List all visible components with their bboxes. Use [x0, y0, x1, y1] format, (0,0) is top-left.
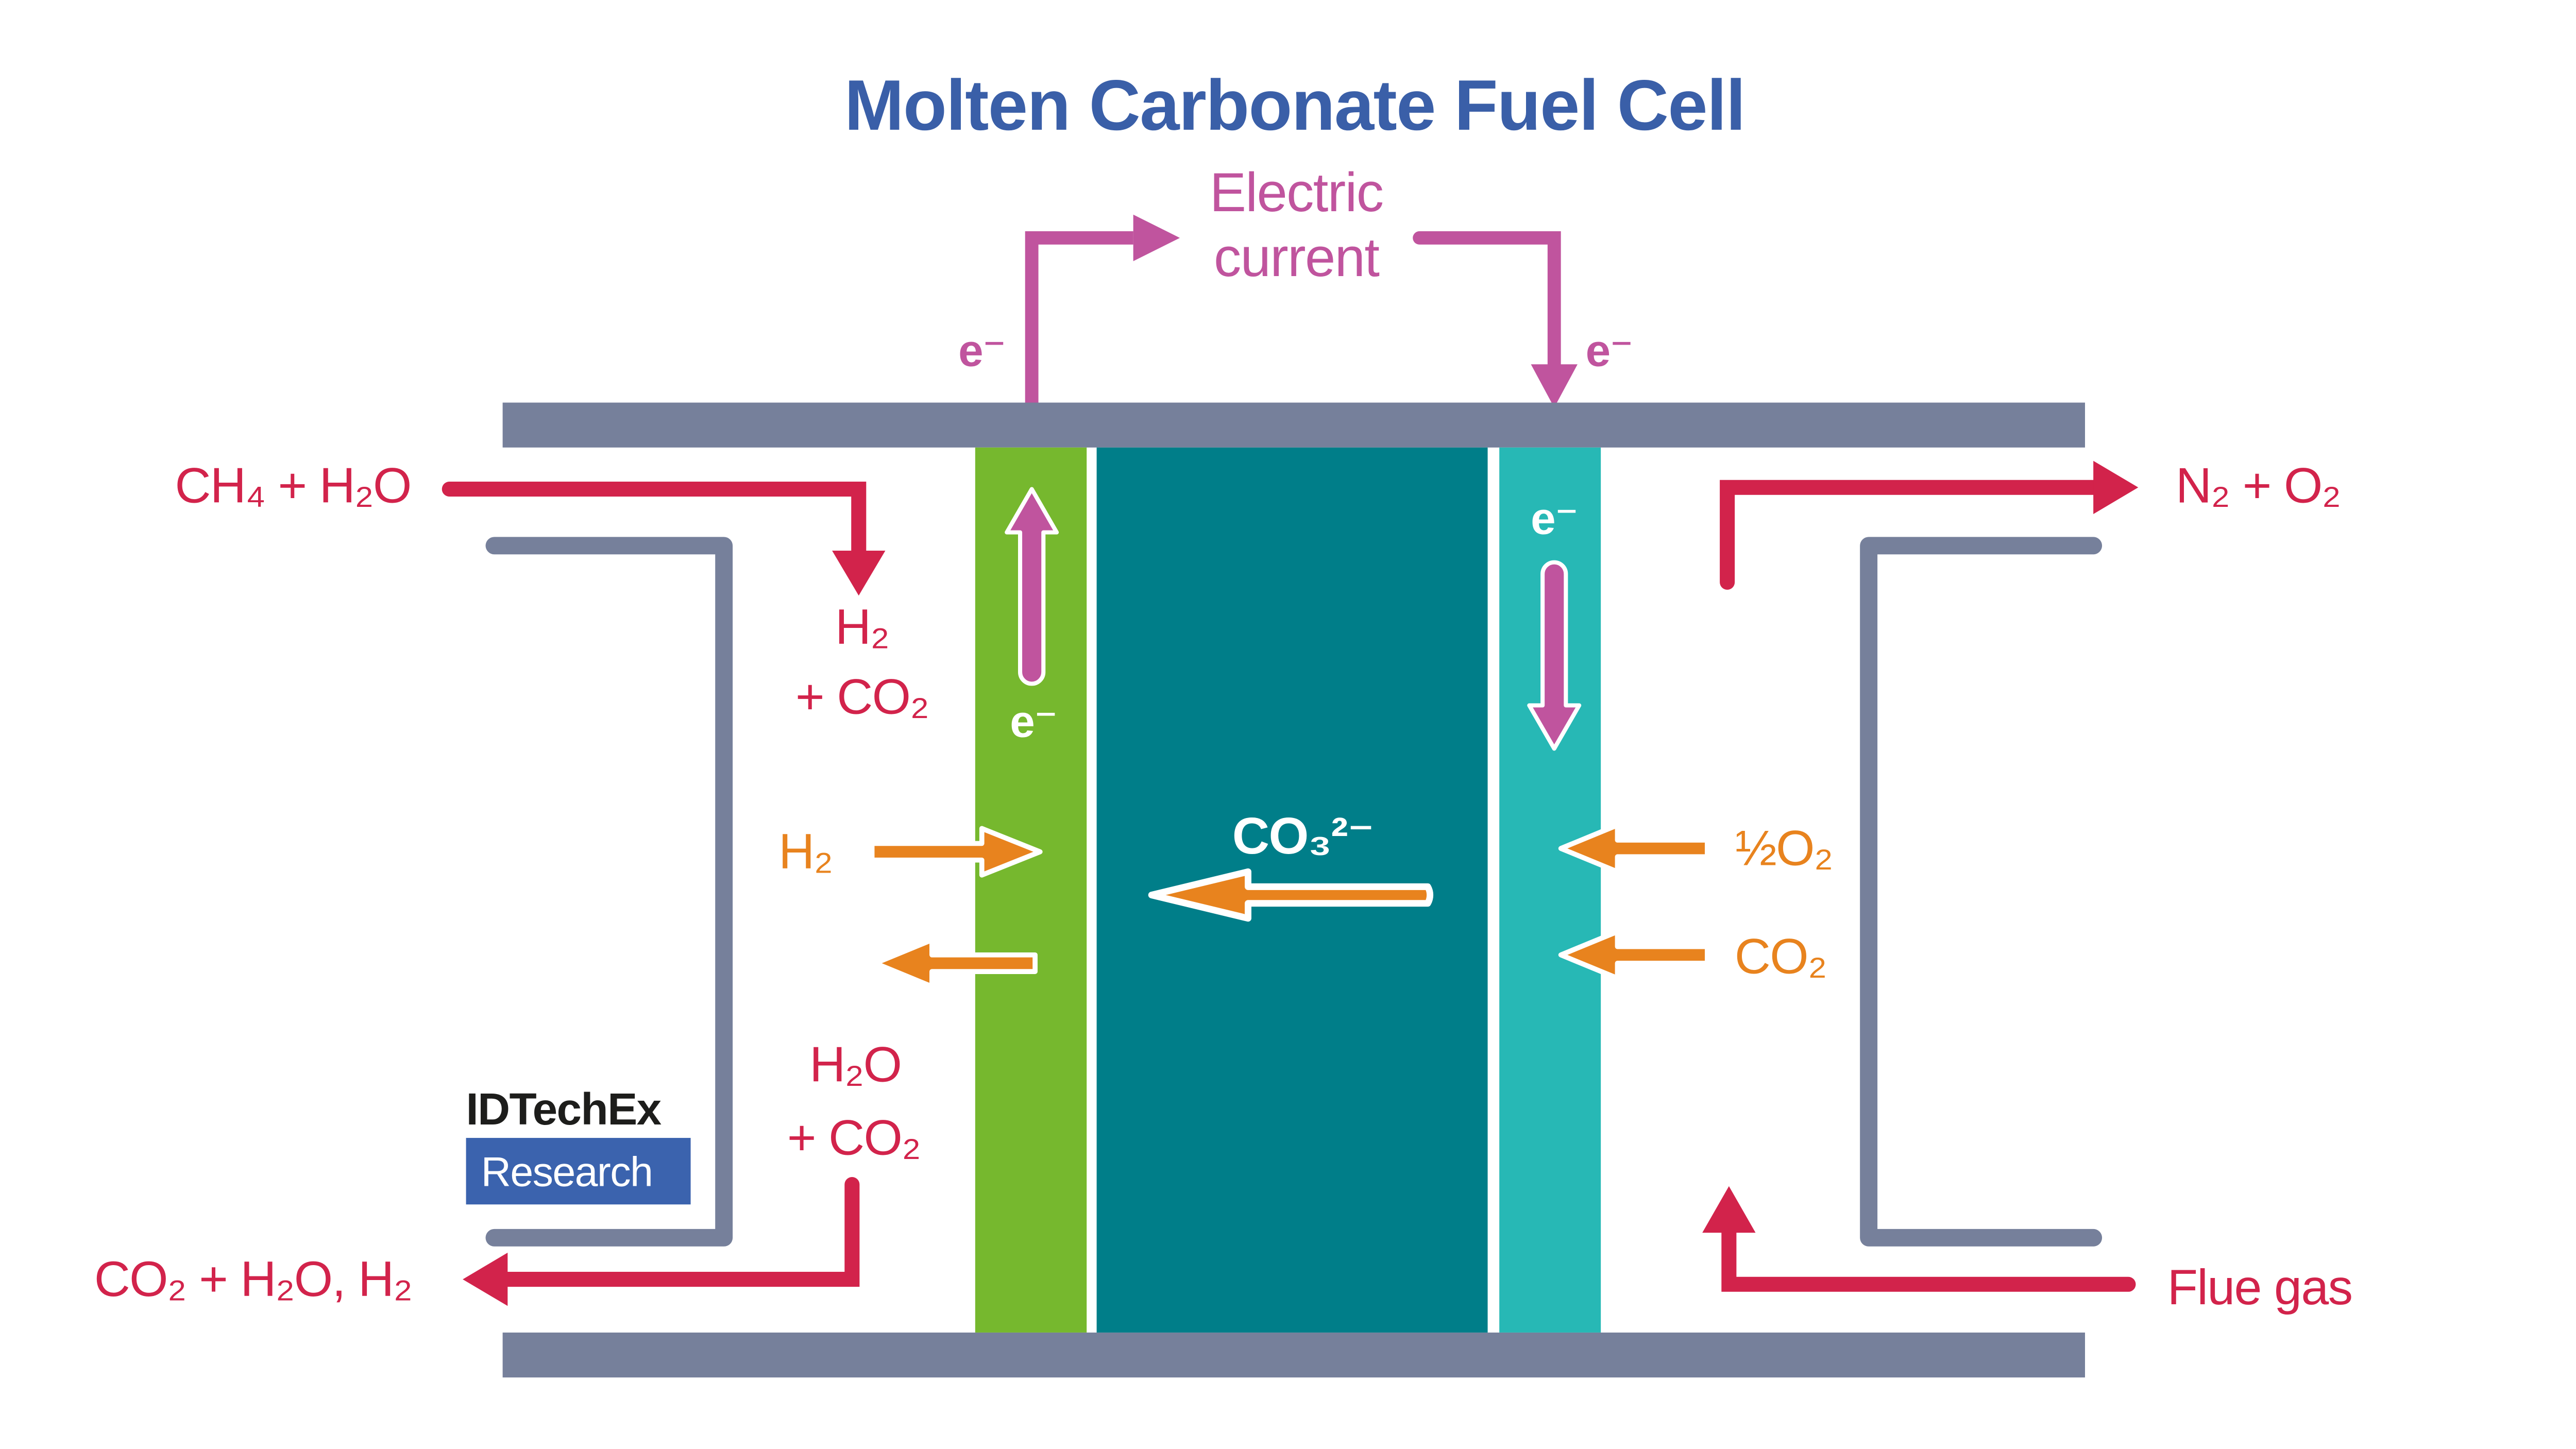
carbonate-ion-label: CO₃²⁻	[1232, 807, 1374, 865]
h2-arrow-right-icon	[869, 826, 1043, 878]
electron-arrow-up-icon	[1005, 487, 1059, 686]
anode-product-label-line1: H₂O	[809, 1036, 901, 1092]
electron-label-circuit-right: e⁻	[1586, 326, 1633, 376]
logo-division-text: Research	[481, 1149, 653, 1196]
anode-product-flow: H₂O + CO₂ CO₂ + H₂O, H₂	[94, 1036, 921, 1307]
o2-arrow-left-icon	[1558, 823, 1710, 875]
electric-current-label-line2: current	[1214, 227, 1379, 288]
flue-gas-label: Flue gas	[2167, 1259, 2352, 1315]
co2-arrow-left-icon	[1558, 929, 1710, 981]
anode-exhaust-line	[500, 1177, 860, 1287]
fuel-inlet-flow: CH₄ + H₂O H₂ + CO₂	[175, 457, 929, 724]
flue-gas-arrowhead-icon	[1702, 1186, 1756, 1233]
idtechex-logo: IDTechEx Research	[466, 1084, 691, 1205]
electric-current-wire-left	[1025, 231, 1133, 408]
carbonate-ion-arrow-left-icon	[1148, 868, 1434, 922]
electron-label-cathode: e⁻	[1531, 494, 1578, 544]
electron-label-anode: e⁻	[1010, 697, 1057, 747]
flue-gas-flow: Flue gas	[1702, 1186, 2353, 1315]
fuel-inlet-line	[442, 481, 867, 558]
electron-label-circuit-left: e⁻	[958, 326, 1005, 376]
cathode-reactant-arrows: ½O₂ CO₂	[1558, 820, 1833, 984]
fuel-inlet-label: CH₄ + H₂O	[175, 457, 411, 513]
bottom-current-collector	[502, 1332, 2085, 1378]
carbonate-ion-flow: CO₃²⁻	[1148, 807, 1434, 922]
cathode-exhaust-label: N₂ + O₂	[2176, 457, 2341, 513]
electric-current-wire-right	[1413, 231, 1561, 374]
logo-brand-text: IDTechEx	[466, 1084, 662, 1134]
anode-product-arrow-left-icon	[873, 937, 1038, 990]
cathode-exhaust-line	[1720, 480, 2101, 590]
diagram-title: Molten Carbonate Fuel Cell	[844, 65, 1745, 145]
anode-reactant-arrows: H₂	[778, 823, 1043, 990]
cathode-co2-label: CO₂	[1735, 928, 1826, 984]
left-manifold-bracket	[485, 537, 733, 1247]
reformate-label-line2: + CO₂	[795, 669, 928, 725]
anode-product-label-line2: + CO₂	[787, 1109, 920, 1165]
anode-feed-label: H₂	[778, 823, 832, 879]
flue-gas-line	[1721, 1225, 2136, 1292]
anode-exhaust-arrowhead-icon	[463, 1252, 508, 1306]
electron-arrow-down-icon	[1527, 560, 1582, 751]
logo-division-box	[466, 1138, 691, 1205]
cathode-electron-flow: e⁻	[1527, 494, 1582, 751]
fuel-inlet-arrowhead-icon	[832, 551, 886, 596]
electric-current-arrowhead-down-icon	[1531, 364, 1578, 408]
cathode-exhaust-flow: N₂ + O₂	[1720, 457, 2341, 590]
electric-current-circuit: Electric current e⁻ e⁻	[958, 162, 1634, 408]
reformate-label-line1: H₂	[835, 599, 889, 655]
electric-current-arrowhead-right-icon	[1133, 214, 1180, 262]
anode-electron-flow: e⁻	[1005, 487, 1059, 747]
cathode-exhaust-arrowhead-icon	[2093, 461, 2139, 514]
anode-exhaust-label: CO₂ + H₂O, H₂	[94, 1251, 412, 1307]
electric-current-label-line1: Electric	[1210, 162, 1383, 223]
cathode-oxygen-label: ½O₂	[1735, 820, 1833, 876]
right-manifold-bracket	[1860, 537, 2103, 1247]
top-current-collector	[502, 402, 2085, 448]
